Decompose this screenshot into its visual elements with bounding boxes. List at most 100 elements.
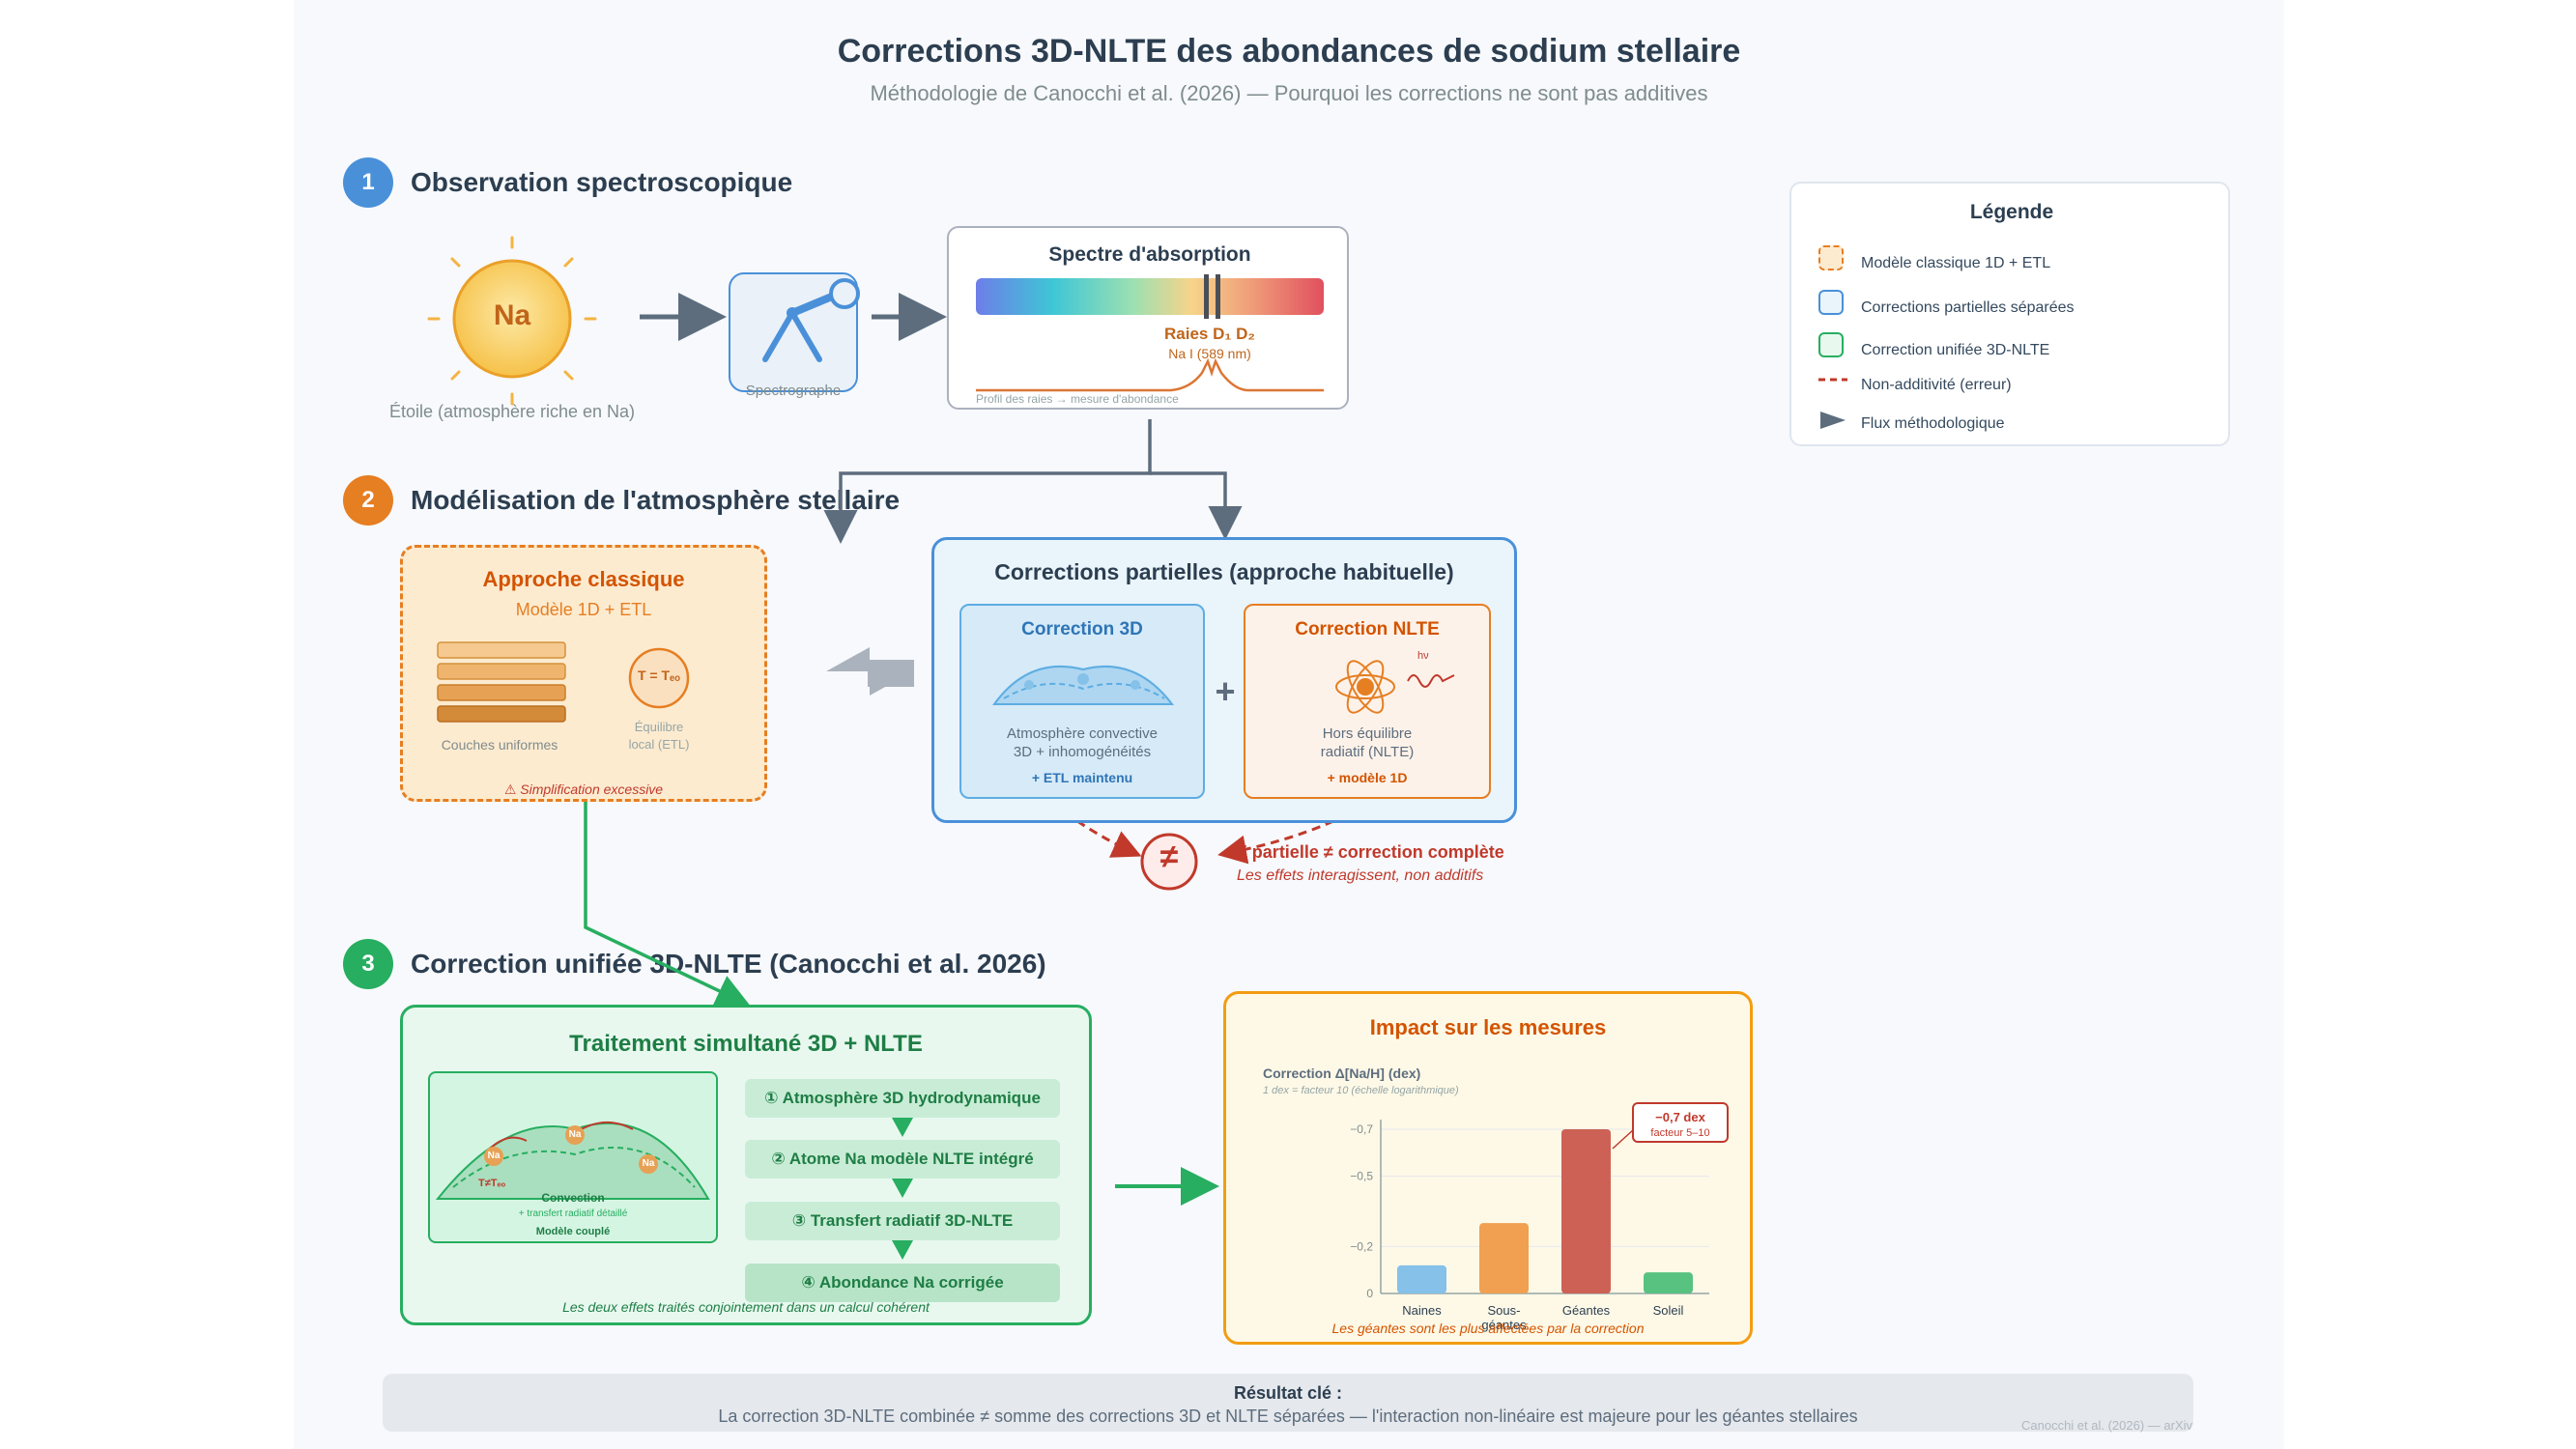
spectrograph-icon	[762, 278, 860, 362]
arrow-spectrum-to-classic	[823, 419, 1152, 544]
legend-title: Légende	[1969, 201, 2054, 223]
step-arrows	[892, 1118, 913, 1260]
step-3: ③ Transfert radiatif 3D-NLTE	[745, 1202, 1060, 1240]
coupled-model-box: Na Na Na T≠Tₑₒ Convection + transfert ra…	[428, 1071, 718, 1243]
na-atom-2: Na	[568, 1129, 582, 1140]
legend-item-unified: Correction unifiée 3D-NLTE	[1861, 342, 2050, 358]
section-2-title: Modélisation de l'atmosphère stellaire	[411, 485, 901, 515]
legend-arrow-icon	[1820, 412, 1846, 429]
atom-icon	[1335, 660, 1395, 714]
legend-swatch-partial	[1818, 290, 1844, 315]
arrow-nlte-to-neq	[1217, 819, 1334, 865]
correction-nlte-line1: Hors équilibre	[1322, 725, 1413, 742]
spectrum-title: Spectre d'absorption	[1048, 243, 1251, 266]
line-profile	[976, 357, 1324, 392]
spectrograph-caption: Spectrographe	[745, 383, 842, 399]
non-additive-sub: Les effets interagissent, non additifs	[1237, 867, 1484, 884]
page-title: Corrections 3D-NLTE des abondances de so…	[837, 33, 1741, 70]
chart-title: Correction Δ[Na/H] (dex)	[1263, 1065, 1421, 1081]
impact-title: Impact sur les mesures	[1369, 1015, 1607, 1039]
non-additive-text: Σ partielle ≠ correction complète	[1237, 842, 1504, 862]
coupled-model-graphic	[435, 1121, 710, 1200]
temperature-label: T≠Tₑₒ	[478, 1178, 506, 1189]
convection-icon	[992, 666, 1175, 705]
lines-sub: Na I (589 nm)	[1168, 346, 1251, 361]
correction-nlte-box: Correction NLTE hν Hors équilibre radiat…	[1244, 604, 1491, 799]
arrow-3d-to-neq	[1076, 819, 1142, 858]
correction-3d-box: Correction 3D Atmosphère convective 3D +…	[959, 604, 1205, 799]
arrow-spectrum-to-partial	[1150, 471, 1243, 540]
convection-label: Convection	[541, 1191, 605, 1205]
correction-nlte-title: Correction NLTE	[1295, 619, 1440, 639]
spectrum-box: Spectre d'absorption Raies D₁ D₂ Na I (5…	[947, 226, 1349, 410]
bar-naines	[1397, 1264, 1446, 1293]
correction-nlte-note: + modèle 1D	[1327, 770, 1408, 785]
x-tick-label: Géantes	[1562, 1303, 1611, 1318]
correction-nlte-line2: radiatif (NLTE)	[1320, 744, 1415, 760]
y-tick-label: 0	[1366, 1287, 1373, 1300]
correction-3d-note: + ETL maintenu	[1031, 770, 1133, 785]
layers-caption: Couches uniformes	[441, 737, 558, 753]
legend-swatch-unified	[1818, 332, 1844, 357]
x-tick-label: géantes	[1481, 1318, 1527, 1332]
classic-subtitle: Modèle 1D + ETL	[515, 600, 652, 619]
x-tick-label: Soleil	[1653, 1303, 1684, 1318]
not-equal-symbol: ≠	[1159, 838, 1179, 875]
photon-label: hν	[1417, 650, 1429, 662]
uniform-layers-icon	[437, 641, 566, 723]
correction-3d-title: Correction 3D	[1021, 619, 1143, 639]
bar-géantes	[1561, 1129, 1611, 1293]
arrow-classic-to-unified	[584, 802, 751, 1007]
not-equal-badge	[1140, 833, 1198, 891]
classic-title: Approche classique	[482, 567, 685, 591]
classic-warning: ⚠ Simplification excessive	[503, 781, 664, 797]
na-atom-1: Na	[487, 1151, 501, 1161]
unified-title: Traitement simultané 3D + NLTE	[569, 1031, 923, 1057]
section-3-badge: 3	[343, 939, 393, 989]
chart-subtitle: 1 dex = facteur 10 (échelle logarithmiqu…	[1263, 1085, 1459, 1096]
x-tick-label: Naines	[1402, 1303, 1442, 1318]
impact-footnote: Les géantes sont les plus affectées par …	[1331, 1321, 1645, 1336]
legend-item-nonadditive: Non-additivité (erreur)	[1861, 377, 2012, 393]
arrow-partial-to-classic-shaft	[868, 660, 914, 687]
correction-3d-line2: 3D + inhomogénéités	[1013, 744, 1152, 760]
legend-panel: Légende Modèle classique 1D + ETL Correc…	[1789, 182, 2230, 446]
star-caption: Étoile (atmosphère riche en Na)	[388, 402, 636, 421]
equilibrium-caption-1: Équilibre	[634, 720, 684, 734]
section-3-title: Correction unifiée 3D-NLTE (Canocchi et …	[411, 949, 1046, 979]
section-1-badge: 1	[343, 157, 393, 208]
photon-icon	[1407, 674, 1455, 688]
plus-sign: +	[1215, 671, 1236, 711]
lines-label: Raies D₁ D₂	[1164, 325, 1255, 343]
step-1: ① Atmosphère 3D hydrodynamique	[745, 1079, 1060, 1118]
rt-label: + transfert radiatif détaillé	[518, 1208, 628, 1219]
equilibrium-symbol: T = Tₑₒ	[637, 668, 681, 683]
step-4: ④ Abondance Na corrigée	[745, 1264, 1060, 1302]
callout-value: −0,7 dex	[1655, 1110, 1705, 1124]
bar-sous-géantes	[1479, 1223, 1529, 1293]
classic-approach-box: Approche classique Modèle 1D + ETL Couch…	[400, 545, 767, 802]
spectrum-graphic	[976, 274, 1324, 392]
x-tick-label: Sous-	[1488, 1303, 1521, 1318]
legend-dash-icon	[1818, 378, 1847, 382]
section-2-badge: 2	[343, 475, 393, 526]
legend-swatch-classic	[1818, 245, 1844, 270]
legend-item-flow: Flux méthodologique	[1861, 415, 2005, 432]
y-tick-label: −0,2	[1350, 1239, 1373, 1253]
impact-box: Impact sur les mesures Correction Δ[Na/H…	[1223, 991, 1753, 1345]
equilibrium-caption-2: local (ETL)	[628, 737, 690, 752]
y-tick-label: −0,7	[1350, 1122, 1373, 1136]
star-icon	[427, 236, 597, 406]
credit: Canocchi et al. (2026) — arXiv	[2021, 1418, 2193, 1433]
profile-caption: Profil des raies → mesure d'abondance	[976, 392, 1179, 406]
unified-footnote: Les deux effets traités conjointement da…	[562, 1299, 930, 1315]
partial-title: Corrections partielles (approche habitue…	[994, 559, 1454, 584]
result-banner: Résultat clé : La correction 3D-NLTE com…	[383, 1374, 2193, 1432]
equilibrium-icon	[628, 647, 690, 709]
na-atom-3: Na	[642, 1158, 655, 1169]
callout-sub: facteur 5–10	[1650, 1127, 1710, 1139]
result-title: Résultat clé :	[1233, 1383, 1343, 1403]
